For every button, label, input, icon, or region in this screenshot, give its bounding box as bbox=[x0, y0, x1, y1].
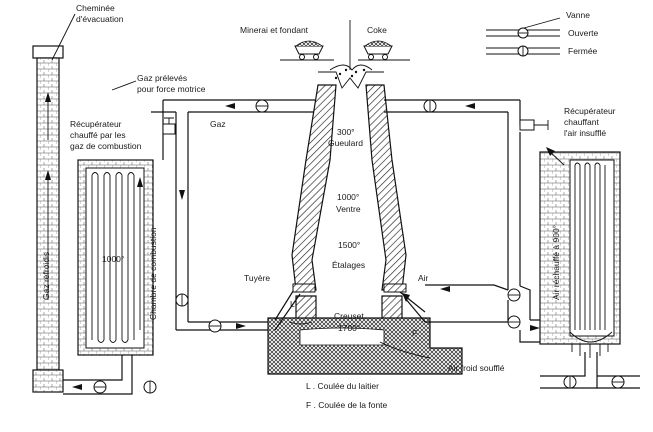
mineral-cart bbox=[280, 40, 334, 61]
legend-title: Vanne bbox=[566, 10, 590, 20]
valve-air-mid[interactable] bbox=[507, 288, 521, 302]
furnace bbox=[267, 20, 463, 375]
temp-300: 300° bbox=[337, 127, 355, 137]
air-label: Air bbox=[418, 273, 429, 283]
air-rechauffe-label: Air réchauffé à 900° bbox=[551, 225, 561, 300]
valve-cold-air-right[interactable] bbox=[611, 375, 625, 389]
recup-right-label-2: chauffant bbox=[564, 117, 599, 127]
air-froid-label: Air froid soufflé bbox=[448, 363, 505, 373]
etalages-label: Étalages bbox=[332, 260, 365, 270]
temp-1000-ventre: 1000° bbox=[337, 192, 359, 202]
air-tap bbox=[519, 119, 549, 131]
valve-gas-bottom[interactable] bbox=[208, 319, 222, 333]
gaz-label: Gaz bbox=[210, 119, 226, 129]
gas-tap bbox=[162, 117, 176, 135]
creuset-label: Creuset bbox=[334, 311, 364, 321]
recup-right-label-1: Récupérateur bbox=[564, 106, 616, 116]
valve-air-top[interactable] bbox=[423, 99, 437, 113]
air-pipe-right bbox=[384, 99, 548, 343]
note-F: F . Coulée de la fonte bbox=[306, 400, 388, 410]
recup-left-label-1: Récupérateur bbox=[70, 119, 122, 129]
legend-open: Ouverte bbox=[568, 28, 599, 38]
valve-cold-air-left[interactable] bbox=[563, 375, 577, 389]
chimney-label-1: Cheminée bbox=[76, 3, 115, 13]
valve-gas-down[interactable] bbox=[175, 293, 189, 307]
legend: Vanne Ouverte Fermée bbox=[486, 10, 599, 57]
gueulard-label: Gueulard bbox=[328, 138, 363, 148]
chimney-duct bbox=[63, 355, 133, 395]
valve-chimney-duct[interactable] bbox=[93, 380, 107, 394]
coke-cart bbox=[358, 40, 410, 61]
ventre-label: Ventre bbox=[336, 204, 361, 214]
coke-label: Coke bbox=[367, 25, 387, 35]
chamber-temp: 1000° bbox=[102, 254, 124, 264]
right-recuperator bbox=[539, 147, 621, 358]
gas-taken-pointer bbox=[111, 80, 137, 91]
combustion-chamber-label: Chambre de combustion bbox=[148, 227, 158, 320]
gas-taken-label-1: Gaz prélevés bbox=[137, 73, 187, 83]
valve-gas-top[interactable] bbox=[255, 99, 269, 113]
L-marker: L bbox=[290, 299, 295, 309]
tuyere-left bbox=[274, 283, 316, 331]
mineral-label: Minerai et fondant bbox=[240, 25, 309, 35]
valve-air-bottom[interactable] bbox=[507, 315, 521, 329]
chimney-label-2: d'évacuation bbox=[76, 14, 124, 24]
gas-taken-label-2: pour force motrice bbox=[137, 84, 206, 94]
recup-left-label-2: chauffé par les bbox=[70, 130, 126, 140]
gas-pipe-left bbox=[151, 99, 320, 331]
legend-closed: Fermée bbox=[568, 46, 598, 56]
F-marker: F bbox=[412, 328, 417, 338]
recup-right-label-3: l'air insufflé bbox=[564, 128, 606, 138]
recup-left-label-3: gaz de combustion bbox=[70, 141, 142, 151]
valve-chimney-duct-2[interactable] bbox=[143, 380, 157, 394]
temp-1700: 1700° bbox=[338, 323, 360, 333]
temp-1500: 1500° bbox=[338, 240, 360, 250]
gaz-refroidis-label: Gaz refroidis bbox=[41, 252, 51, 300]
note-L: L . Coulée du laitier bbox=[306, 381, 379, 391]
chimney-pointer bbox=[51, 13, 76, 61]
tuyere-label: Tuyère bbox=[244, 273, 270, 283]
chimney bbox=[32, 45, 64, 393]
tuyere-right bbox=[383, 283, 426, 323]
left-recuperator bbox=[77, 159, 154, 356]
